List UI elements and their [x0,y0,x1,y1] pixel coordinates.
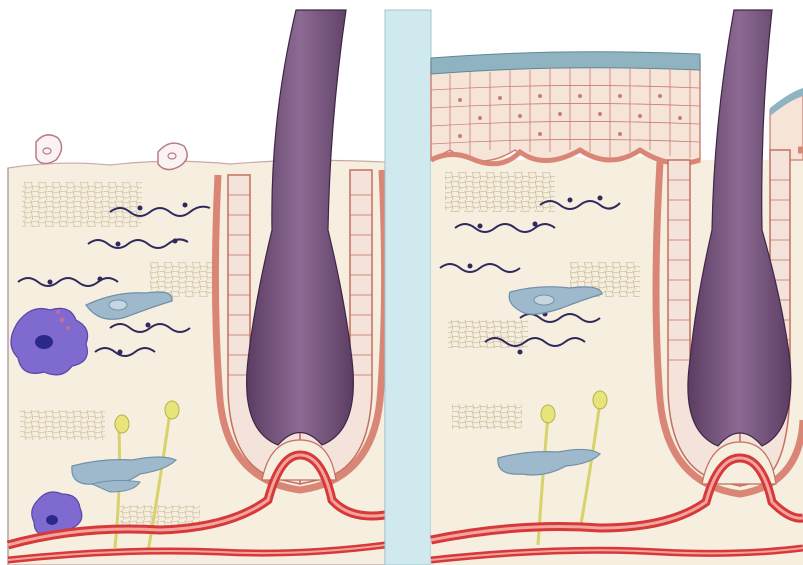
hair-follicle-left [215,10,384,490]
collagen-bundle [20,410,105,440]
collagen-bundle [22,182,142,227]
left-panel [8,10,385,565]
right-panel [431,10,803,565]
surface-cell [36,135,62,164]
collagen-bundle [445,172,555,212]
thickened-epidermis [431,56,700,163]
collagen-bundle [452,404,522,429]
panel-divider [385,10,431,565]
collagen-bundle [448,320,528,348]
